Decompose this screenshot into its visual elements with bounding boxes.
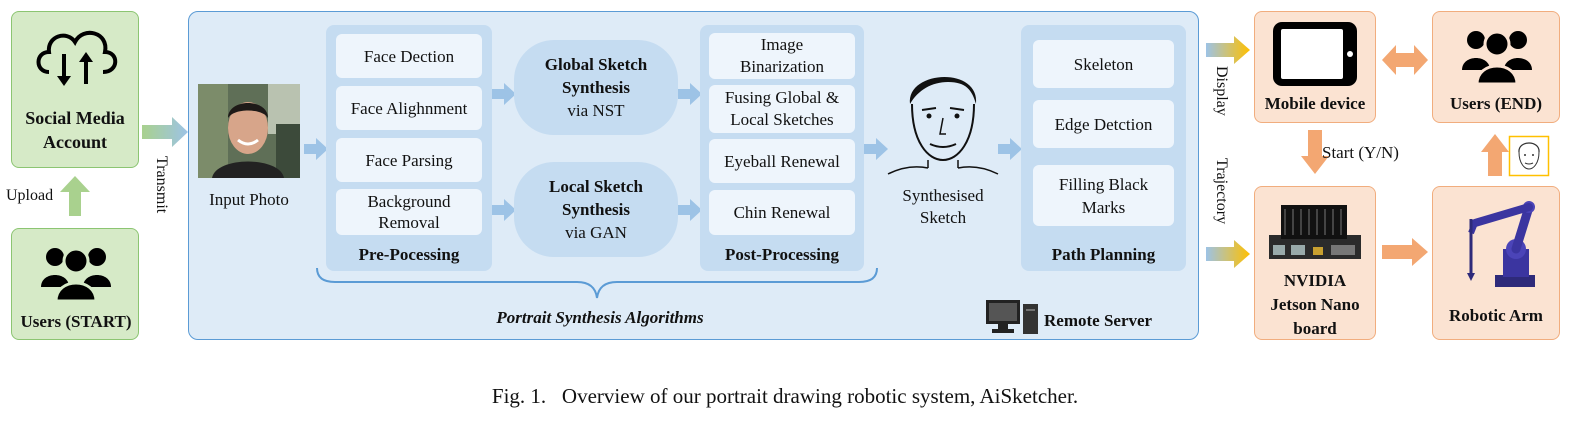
upload-label: Upload bbox=[6, 187, 54, 204]
mobile-device-label: Mobile device bbox=[1264, 94, 1366, 113]
path-planning-title: Path Planning bbox=[1051, 245, 1156, 264]
users-end-label: Users (END) bbox=[1449, 94, 1543, 113]
local-line1: Local Sketch bbox=[549, 177, 643, 196]
robotic-arm-icon bbox=[1467, 201, 1535, 287]
input-photo bbox=[198, 84, 300, 178]
arrow-sketch-to-path bbox=[998, 138, 1022, 160]
social-media-label: Social Media Account bbox=[25, 108, 125, 152]
display-arrow bbox=[1206, 36, 1250, 64]
local-line2: Synthesis bbox=[561, 200, 631, 219]
pre-item-face-parsing: Face Parsing bbox=[336, 138, 482, 182]
arrow-local-to-post bbox=[678, 199, 702, 221]
post-item-eyeball-renewal: Eyeball Renewal bbox=[709, 139, 855, 183]
arrow-pre-to-global bbox=[492, 83, 516, 105]
jetson-box: NVIDIA Jetson Nano board bbox=[1254, 186, 1376, 340]
transmit-arrow bbox=[142, 117, 188, 147]
start-label: Start (Y/N) bbox=[1322, 143, 1399, 162]
upload-arrow bbox=[60, 176, 90, 216]
pre-item-face-alignment: Face Alighnment bbox=[336, 86, 482, 130]
trajectory-label: Trajectory bbox=[1213, 158, 1230, 225]
circuit-board-icon bbox=[1269, 205, 1361, 259]
arrow-photo-to-pre bbox=[304, 138, 328, 160]
users-start-box: Users (START) bbox=[11, 228, 139, 340]
social-media-box: Social Media Account bbox=[11, 11, 139, 168]
jetson-to-robot-arrow bbox=[1382, 238, 1428, 266]
drawn-sketch-thumbnail bbox=[1508, 135, 1550, 177]
global-line3: via NST bbox=[567, 101, 625, 120]
robotic-arm-label: Robotic Arm bbox=[1449, 306, 1543, 325]
synthesised-sketch-label: Synthesised Sketch bbox=[902, 186, 984, 227]
algorithms-brace bbox=[316, 267, 878, 299]
trajectory-arrow bbox=[1206, 240, 1250, 268]
path-item-filling-black-marks: Filling Black Marks bbox=[1033, 165, 1174, 226]
global-line2: Synthesis bbox=[561, 78, 631, 97]
local-line3: via GAN bbox=[565, 223, 627, 242]
pre-processing-title: Pre-Pocessing bbox=[358, 245, 460, 264]
local-sketch-synthesis: Local Sketch Synthesis via GAN bbox=[514, 162, 678, 257]
transmit-label: Transmit bbox=[153, 156, 170, 214]
global-line1: Global Sketch bbox=[544, 55, 648, 74]
pre-item-face-detection: Face Dection bbox=[336, 34, 482, 78]
robotic-arm-box: Robotic Arm bbox=[1432, 186, 1560, 340]
remote-server-label: Remote Server bbox=[1044, 311, 1153, 330]
mobile-users-double-arrow bbox=[1382, 45, 1428, 75]
users-end-box: Users (END) bbox=[1432, 11, 1560, 123]
arrow-global-to-post bbox=[678, 83, 702, 105]
figure-caption: Fig. 1. Overview of our portrait drawing… bbox=[491, 384, 1079, 408]
jetson-label: NVIDIA Jetson Nano board bbox=[1270, 271, 1360, 338]
post-item-fusing-sketches: Fusing Global & Local Sketches bbox=[709, 85, 855, 133]
users-start-label: Users (START) bbox=[20, 312, 132, 331]
tablet-icon bbox=[1273, 22, 1357, 86]
users-icon bbox=[41, 247, 111, 303]
input-photo-label: Input Photo bbox=[209, 190, 289, 209]
display-label: Display bbox=[1213, 66, 1230, 116]
users-icon bbox=[1462, 30, 1532, 86]
arrow-pre-to-local bbox=[492, 199, 516, 221]
cloud-upload-icon bbox=[36, 31, 118, 86]
pre-item-background-removal: Background Removal bbox=[336, 189, 482, 235]
path-item-skeleton: Skeleton bbox=[1033, 40, 1174, 88]
global-sketch-synthesis: Global Sketch Synthesis via NST bbox=[514, 40, 678, 135]
path-item-edge-detection: Edge Detction bbox=[1033, 100, 1174, 148]
robot-to-users-arrow bbox=[1481, 134, 1509, 176]
mobile-device-box: Mobile device bbox=[1254, 11, 1376, 123]
algorithms-label: Portrait Synthesis Algorithms bbox=[496, 308, 704, 327]
computer-icon bbox=[986, 300, 1038, 334]
post-item-chin-renewal: Chin Renewal bbox=[709, 190, 855, 235]
arrow-post-to-sketch bbox=[864, 138, 888, 160]
start-arrow bbox=[1301, 130, 1329, 174]
post-item-image-binarization: Image Binarization bbox=[709, 33, 855, 79]
post-processing-title: Post-Processing bbox=[725, 245, 839, 264]
sketch-face-icon bbox=[887, 76, 999, 175]
